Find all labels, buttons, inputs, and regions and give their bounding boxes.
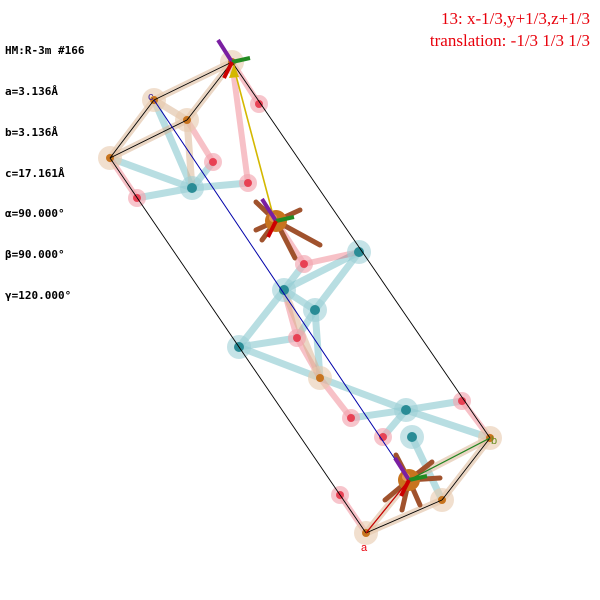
cell-edge: [365, 499, 443, 534]
bond-cation-oxygen: [316, 374, 410, 414]
cation-atom-core: [407, 432, 417, 442]
bond-cation-oxygen: [106, 154, 196, 192]
oxygen-atom-core: [458, 397, 466, 405]
cell-edge: [109, 157, 367, 534]
symmetry-operation: 13: x-1/3,y+1/3,z+1/3: [440, 9, 590, 28]
octahedral-site-core: [316, 374, 324, 382]
cell-parameters: HM:R-3m #166 a=3.136Å b=3.136Å c=17.161Å…: [5, 17, 84, 330]
bond-cation-oxygen: [311, 248, 363, 314]
cell-alpha-angle: α=90.000°: [5, 207, 65, 221]
cell-edge: [186, 61, 233, 121]
oxygen-atom-core: [347, 414, 355, 422]
unit-cell-edges: [109, 61, 491, 534]
symmetry-marker-purple: [393, 456, 411, 482]
cell-a-length: a=3.136Å: [5, 84, 58, 98]
cell-edge: [231, 61, 491, 439]
bond-cation-oxygen: [402, 406, 494, 442]
bond-oxygen: [229, 59, 251, 186]
cell-c-length: c=17.161Å: [5, 166, 65, 180]
cell-edge: [109, 99, 155, 159]
bonds-layer: [106, 58, 494, 537]
symmetry-translation: translation: -1/3 1/3 1/3: [429, 31, 590, 50]
cation-atom-core: [401, 405, 411, 415]
symmetry-marker-purple: [216, 38, 234, 64]
oxygen-atom-core: [293, 334, 301, 342]
axis-label-b: b: [491, 435, 497, 447]
cation-atom-core: [279, 285, 289, 295]
cell-edge: [109, 119, 188, 159]
symmetry-marker-red: [399, 479, 411, 497]
space-group-label: HM:R-3m #166: [5, 44, 85, 58]
symmetry-marker-green: [408, 474, 428, 482]
cell-edge: [441, 437, 491, 501]
symmetry-marker-green: [275, 215, 295, 223]
symmetry-marker-green: [231, 56, 251, 64]
bond-cation-oxygen: [150, 96, 196, 192]
translation-vector-arrowhead: [229, 64, 239, 78]
symmetry-marker-red: [266, 220, 278, 238]
cell-gamma-angle: γ=120.000°: [5, 288, 72, 302]
symmetry-operation-panel: 13: x-1/3,y+1/3,z+1/3 translation: -1/3 …: [430, 8, 590, 52]
a-axis-line: [365, 479, 410, 534]
oxygen-atom-core: [300, 260, 308, 268]
translation-vector-arrow: [233, 67, 274, 216]
oxygen-atom-core: [255, 100, 263, 108]
cell-b-length: b=3.136Å: [5, 125, 58, 139]
axis-label-a: a: [361, 542, 368, 554]
axes-labels: a b c: [148, 91, 497, 554]
bond-cation-oxygen: [235, 286, 288, 351]
c-axis-line: [153, 99, 410, 481]
cation-atom-core: [354, 247, 364, 257]
oxygen-atom-core: [209, 158, 217, 166]
cation-atom-core: [187, 183, 197, 193]
symmetry-marker-red: [222, 61, 234, 79]
b-axis-line: [408, 437, 491, 481]
symmetry-markers: [216, 38, 428, 497]
oxygen-atom-core: [244, 179, 252, 187]
cell-edge: [153, 61, 233, 101]
axis-label-c: c: [148, 91, 154, 103]
bond-cation-oxygen: [235, 343, 324, 382]
translation-vector: [229, 64, 274, 216]
cation-atom-core: [310, 305, 320, 315]
bond-cation-oxygen: [280, 248, 363, 294]
symmetry-marker-purple: [260, 197, 278, 223]
cell-beta-angle: β=90.000°: [5, 248, 65, 262]
